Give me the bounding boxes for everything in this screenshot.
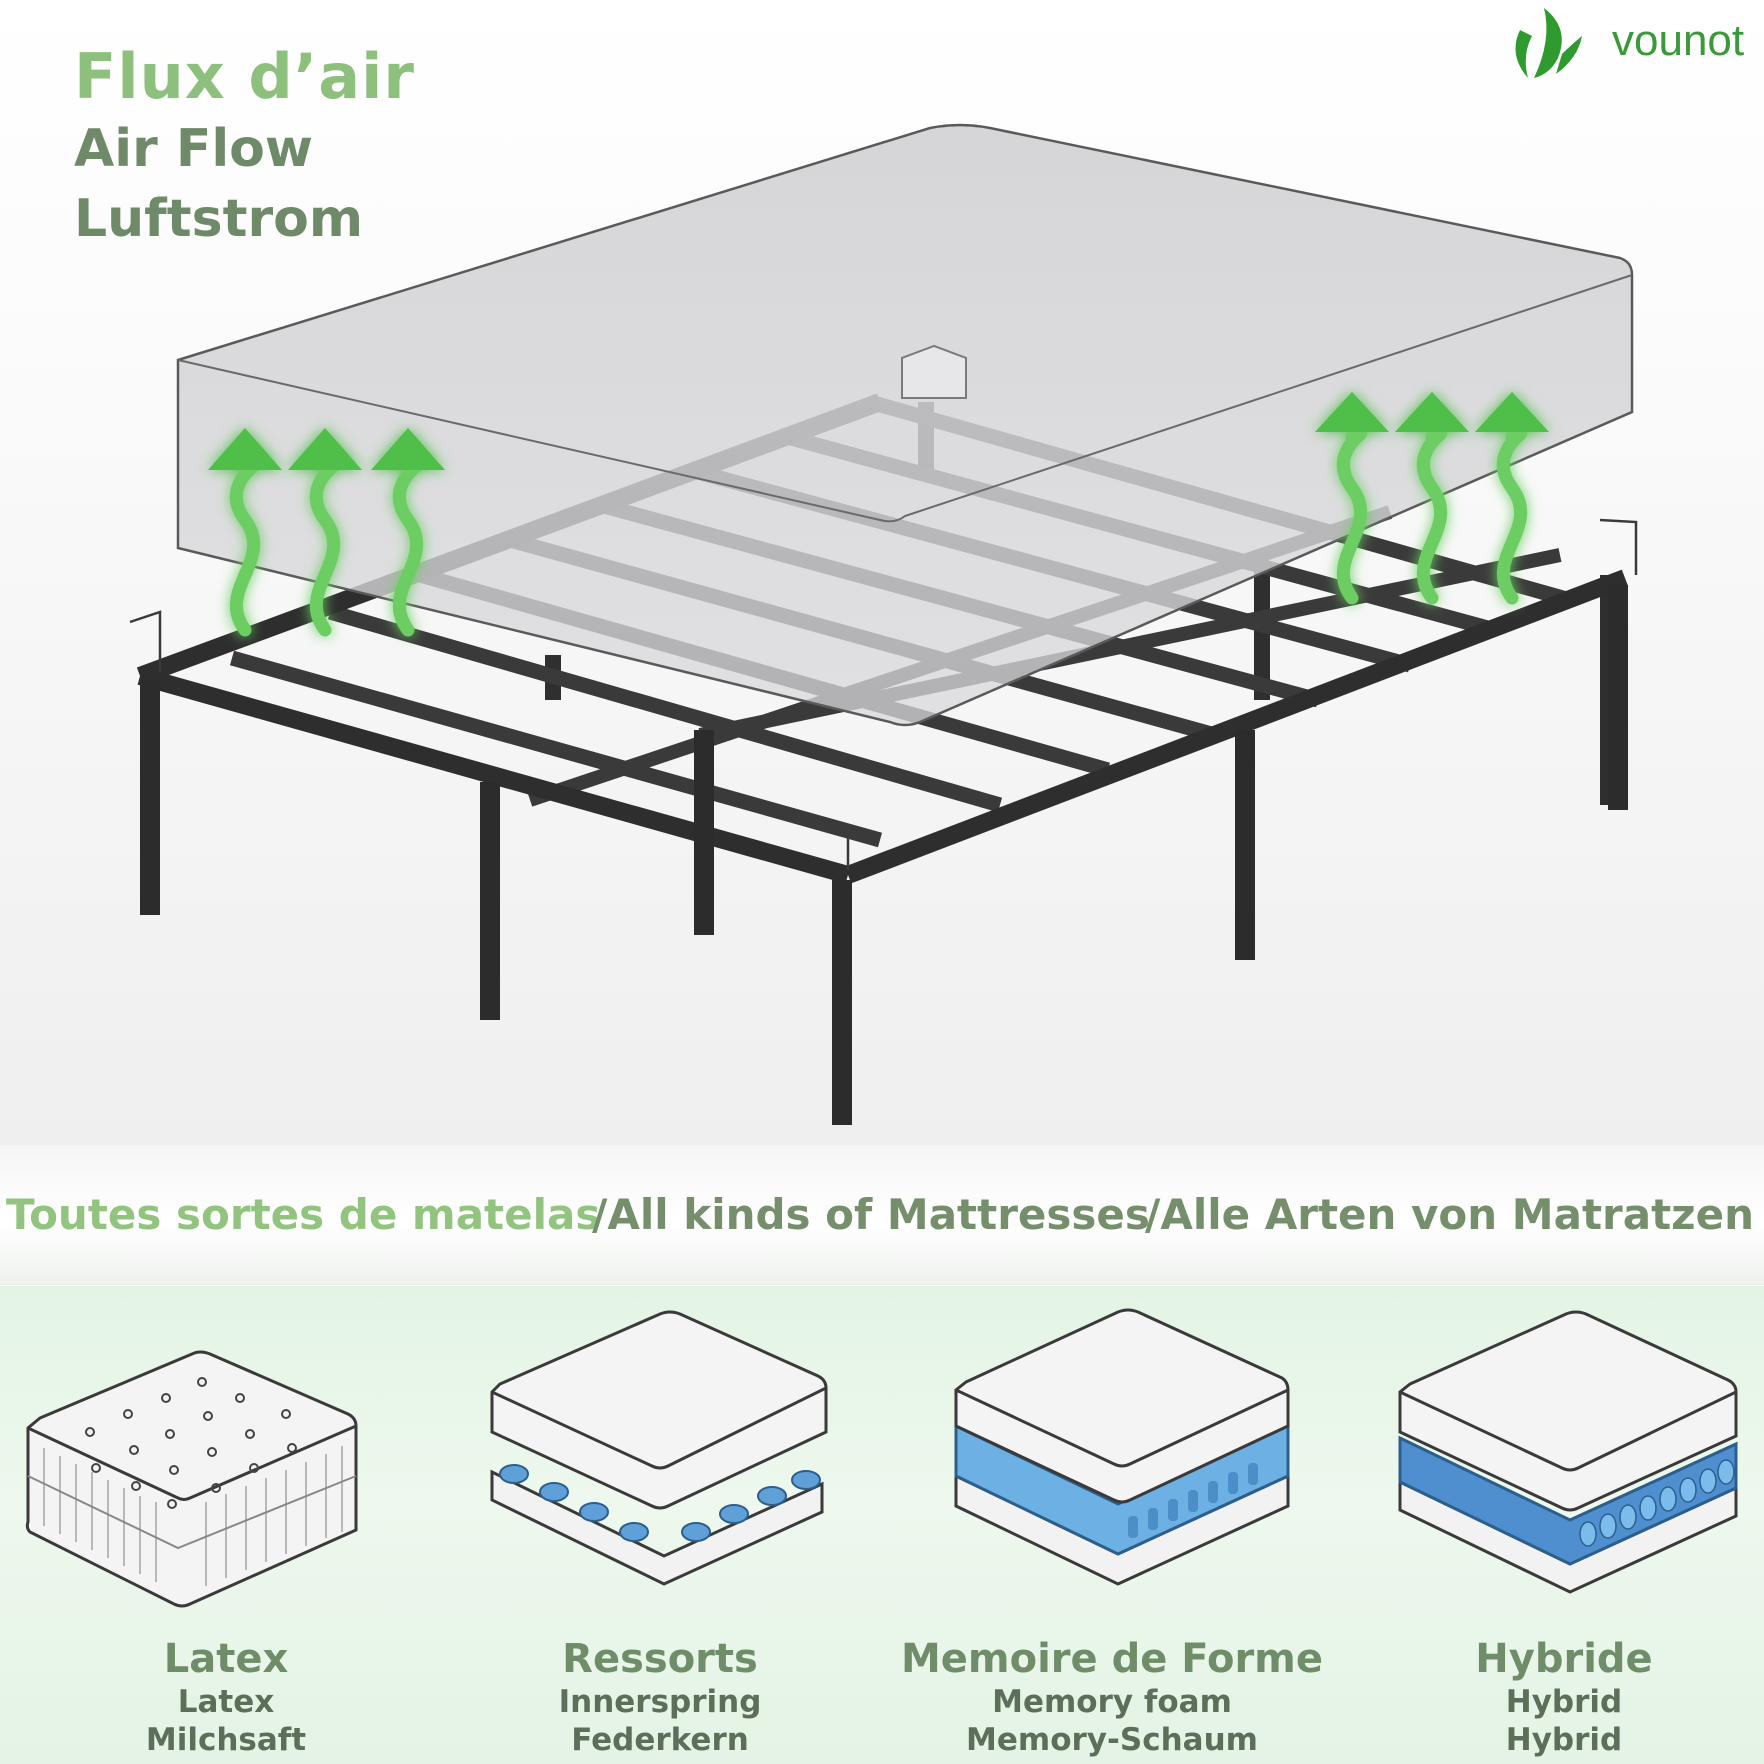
mattress-name-english: Innerspring (558, 1684, 762, 1720)
mattress-name-german: Federkern (571, 1722, 749, 1758)
corner-brackets (129, 518, 1638, 870)
brand-name: vounot (1612, 16, 1745, 65)
card-memory-foam: Memoire de Forme Memory foam Memory-Scha… (886, 1286, 1338, 1764)
mattress-types-heading: Toutes sortes de matelas /All kinds of M… (0, 1190, 1764, 1250)
bed-frame-illustration (129, 123, 1638, 1125)
card-hybrid: Hybride Hybrid Hybrid (1338, 1286, 1764, 1764)
heading-english: /All kinds of Mattresses (592, 1190, 1150, 1239)
airflow-arrows-left (208, 428, 445, 637)
mattress-name: Memoire de Forme (901, 1636, 1323, 1682)
hybrid-mattress-icon (1398, 1310, 1738, 1594)
heading-french: Toutes sortes de matelas (6, 1190, 601, 1239)
leaf-icon (1515, 8, 1582, 78)
latex-mattress-icon (25, 1350, 358, 1608)
brand-logo: vounot (1500, 0, 1764, 90)
airflow-headline: Flux d’air Air Flow Luftstrom (74, 40, 415, 254)
memory-foam-mattress-icon (954, 1308, 1290, 1586)
mattress-type-cards: Latex Latex Milchsaft Ressorts Innerspri… (0, 1286, 1764, 1764)
mattress-name-english: Latex (177, 1684, 275, 1720)
card-latex: Latex Latex Milchsaft (0, 1286, 452, 1764)
heading-german: /Alle Arten von Matratzen (1145, 1190, 1754, 1239)
headline-german: Luftstrom (74, 189, 363, 249)
innerspring-mattress-icon (490, 1310, 828, 1586)
mattress-name: Hybride (1475, 1636, 1653, 1682)
card-innerspring: Ressorts Innerspring Federkern (434, 1286, 886, 1764)
mattress-name-german: Hybrid (1505, 1722, 1623, 1758)
airflow-arrows-right (1315, 392, 1549, 605)
mattress-transparent (176, 123, 1634, 727)
headline-french: Flux d’air (74, 40, 415, 113)
headline-english: Air Flow (74, 119, 313, 179)
mattress-name-english: Hybrid (1505, 1684, 1623, 1720)
mattress-name-english: Memory foam (992, 1684, 1232, 1720)
mattress-name-german: Memory-Schaum (966, 1722, 1258, 1758)
mattress-name: Ressorts (562, 1636, 758, 1682)
mattress-name: Latex (163, 1636, 289, 1682)
mattress-name-german: Milchsaft (145, 1722, 307, 1758)
section-divider (0, 1145, 1764, 1285)
bed-legs-front (140, 585, 1628, 1125)
